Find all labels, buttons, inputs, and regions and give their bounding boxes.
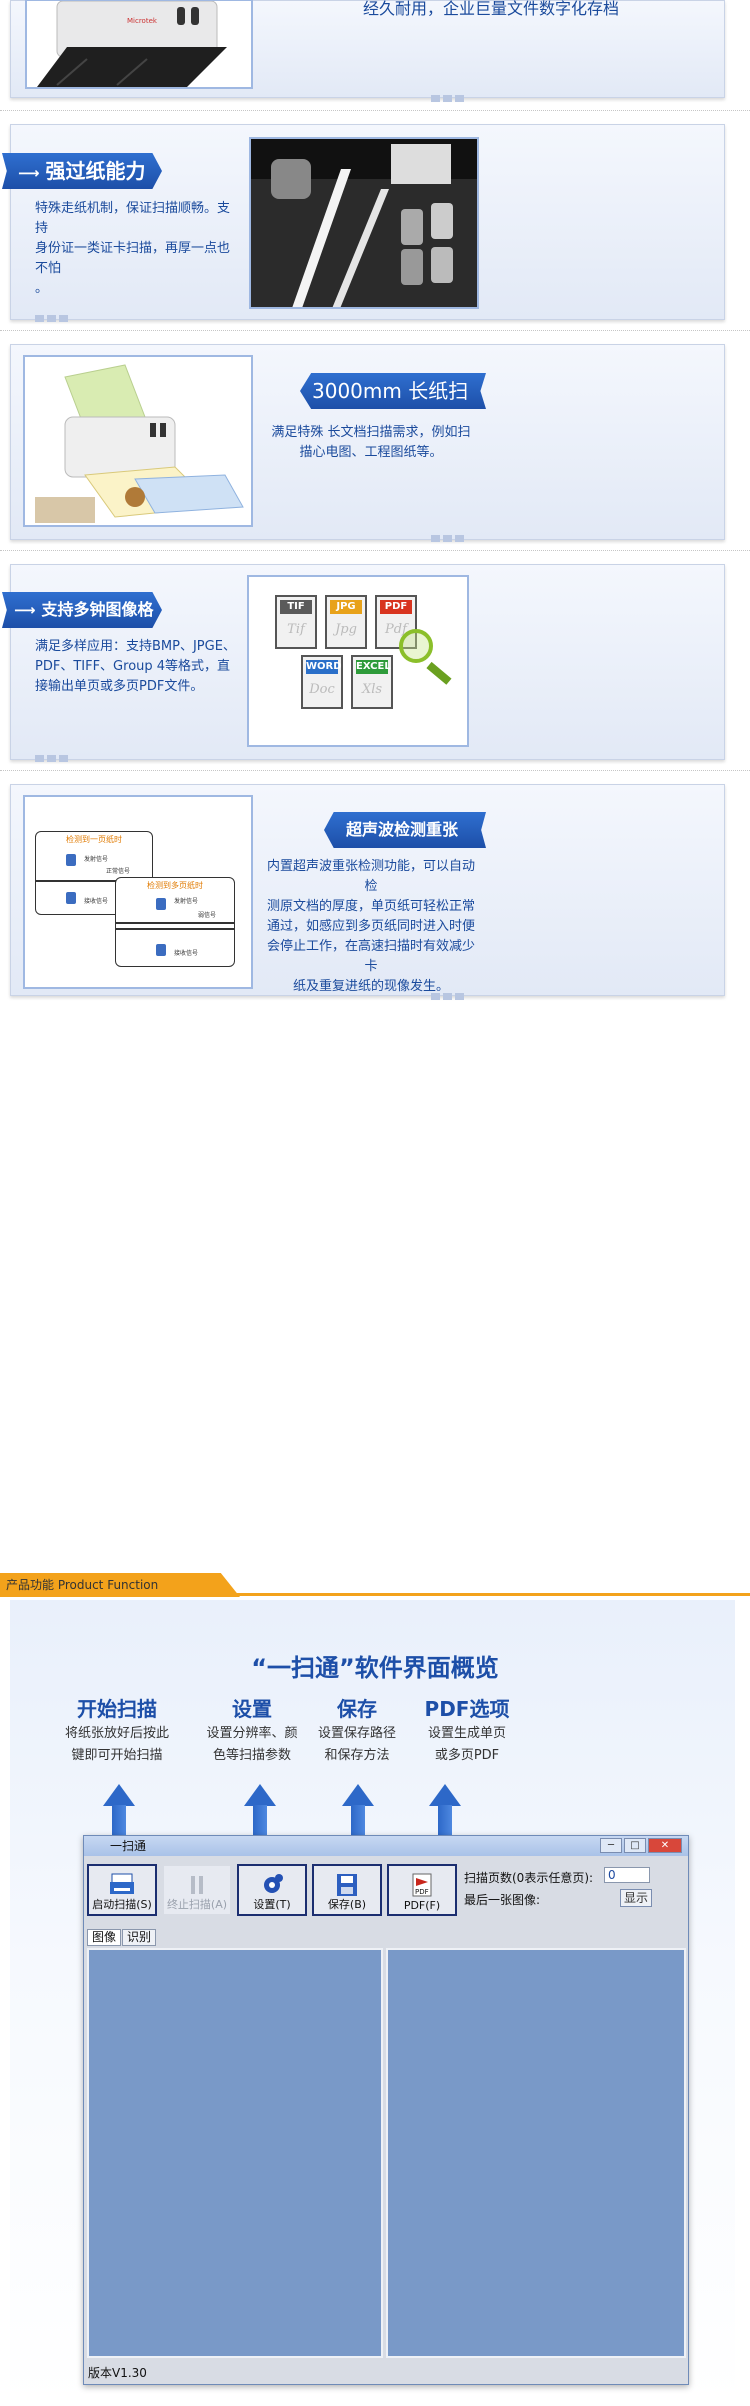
arrow-up-icon — [342, 1784, 374, 1806]
tab-image[interactable]: 图像 — [87, 1929, 121, 1946]
window-title: 一扫通 — [84, 1836, 688, 1856]
receiver-icon — [156, 944, 166, 956]
magnifier-handle — [426, 661, 452, 685]
stop-scan-button[interactable]: 终止扫描(A) — [162, 1864, 232, 1916]
single-sheet-panel: 检测到一页纸时 发射信号 正常信号 接收信号 — [35, 831, 153, 915]
floppy-disk-icon — [337, 1874, 357, 1896]
section-title-ultrasonic: 超声波检测重张⟵ — [324, 812, 486, 848]
format-label: JPG — [330, 600, 362, 614]
magnifier-icon — [399, 629, 433, 663]
single-sheet-title: 检测到一页纸时 — [66, 835, 122, 844]
pdf-options-button[interactable]: PDF PDF(F) — [387, 1864, 457, 1916]
feature-start-scan: 开始扫描 将纸张放好后按此 键即可开始扫描 — [64, 1697, 169, 1763]
format-label: EXCEL — [356, 660, 391, 674]
tab-recognition[interactable]: 识别 — [122, 1929, 156, 1946]
image-preview-pane-right — [386, 1948, 686, 2358]
feature-settings: 设置 设置分辨率、颜 色等扫描参数 — [206, 1697, 298, 1763]
scanner-icon — [110, 1873, 134, 1894]
format-word-icon: WORD Doc — [301, 655, 343, 709]
arrow-up-icon — [244, 1784, 276, 1806]
save-button[interactable]: 保存(B) — [312, 1864, 382, 1916]
format-excel-icon: EXCEL Xls — [351, 655, 393, 709]
page-dots — [431, 527, 467, 542]
software-overview-title: “一扫通”软件界面概览 — [251, 1654, 499, 1682]
scan-software-window: 一扫通 ─ □ ✕ 启动扫描(S) 终止扫描(A) 设置(T) 保存(B) PD… — [83, 1835, 689, 2385]
format-watermark: Pdf — [385, 622, 407, 637]
format-label: WORD — [306, 660, 342, 674]
last-image-label: 最后一张图像: — [464, 1893, 541, 1907]
close-button[interactable]: ✕ — [648, 1838, 682, 1853]
start-scan-button[interactable]: 启动扫描(S) — [87, 1864, 157, 1916]
svg-text:PDF: PDF — [415, 1888, 429, 1896]
format-tif-icon: TIF Tif — [275, 595, 317, 649]
settings-button[interactable]: 设置(T) — [237, 1864, 307, 1916]
arrow-up-icon — [429, 1784, 461, 1806]
long-paper-text: 满足特殊 长文档扫描需求，例如扫 描心电图、工程图纸等。 — [271, 425, 471, 460]
product-function-label: 产品功能 Product Function — [0, 1573, 240, 1597]
format-label: PDF — [380, 600, 412, 614]
status-bar: 版本V1.30 — [88, 2366, 147, 2380]
page-dots — [35, 747, 71, 762]
pause-icon — [191, 1876, 203, 1894]
wrench-icon: ⟶ — [14, 601, 36, 619]
feature-card-paper-feed: 特殊走纸机制，保证扫描顺畅。支持 身份证一类证卡扫描，再厚一点也不怕 。 — [10, 124, 725, 322]
gear-icon — [264, 1874, 283, 1893]
section-title-formats: ⟶支持多钟图像格式 — [2, 592, 162, 628]
durability-text: 经久耐用，企业巨量文件数字化存档 — [362, 0, 619, 18]
scanner-photo: Microtek — [25, 0, 253, 89]
feature-save: 保存 设置保存路径 和保存方法 — [317, 1697, 396, 1763]
minimize-button[interactable]: ─ — [600, 1838, 622, 1853]
multi-sheet-panel: 检测到多页纸时 发射信号 弱信号 接收信号 — [115, 877, 235, 967]
wrench-icon: ⟶ — [18, 164, 40, 182]
format-watermark: Jpg — [335, 622, 357, 637]
section-title-long-paper: 3000mm 长纸扫描⟵ — [300, 373, 486, 409]
paper-feed-text: 特殊走纸机制，保证扫描顺畅。支持 身份证一类证卡扫描，再厚一点也不怕 。 — [35, 201, 231, 296]
formats-text: 满足多样应用：支持BMP、JPGE、 PDF、TIFF、Group 4等格式，直… — [35, 639, 236, 694]
show-button[interactable]: 显示 — [620, 1889, 652, 1907]
page-dots — [35, 307, 71, 322]
roller-photo — [249, 137, 479, 309]
feature-pdf-options: PDF选项 设置生成单页 或多页PDF — [424, 1697, 510, 1763]
format-label: TIF — [280, 600, 312, 614]
emitter-icon — [156, 898, 166, 910]
arrow-up-icon — [103, 1784, 135, 1806]
format-watermark: Tif — [287, 622, 305, 637]
format-watermark: Xls — [361, 682, 383, 697]
format-pdf-icon: PDF Pdf — [375, 595, 417, 649]
feature-card-durability: Microtek 经久耐用，企业巨量文件数字化存档 — [10, 0, 725, 102]
pages-label: 扫描页数(0表示任意页): — [464, 1871, 594, 1885]
long-paper-scanner-photo — [23, 355, 253, 527]
section-title-paper-feed: ⟶强过纸能力 — [2, 153, 162, 189]
product-function-bar: 产品功能 Product Function — [0, 1573, 750, 1597]
svg-text:Microtek: Microtek — [127, 17, 158, 25]
page-dots — [431, 985, 467, 1000]
receiver-icon — [66, 892, 76, 904]
pdf-icon: PDF — [412, 1873, 432, 1897]
image-preview-pane-left — [87, 1948, 383, 2358]
maximize-button[interactable]: □ — [624, 1838, 646, 1853]
format-watermark: Doc — [309, 682, 335, 697]
pages-input[interactable]: 0 — [604, 1867, 650, 1883]
format-jpg-icon: JPG Jpg — [325, 595, 367, 649]
ultrasonic-diagram: 检测到一页纸时 发射信号 正常信号 接收信号 检测到多页纸时 发射信号 弱信号 … — [23, 795, 253, 989]
multi-sheet-title: 检测到多页纸时 — [147, 881, 203, 890]
emitter-icon — [66, 854, 76, 866]
page-dots — [431, 87, 467, 102]
ultrasonic-text: 内置超声波重张检测功能，可以自动检 测原文档的厚度，单页纸可轻松正常 通过，如感… — [266, 859, 475, 994]
